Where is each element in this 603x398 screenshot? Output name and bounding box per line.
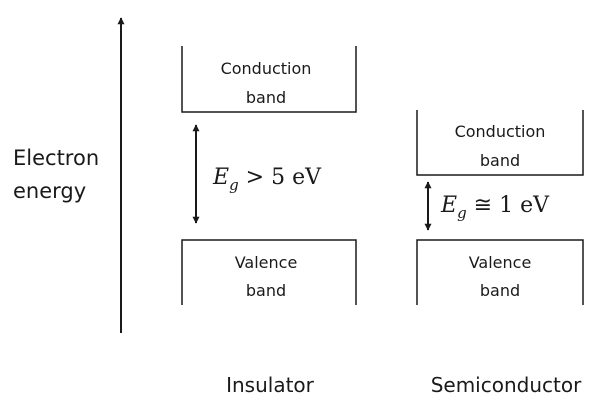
insulator-valence-label-line2: band — [246, 281, 286, 300]
insulator-conduction-label-line2: band — [246, 88, 286, 107]
axis-label-line1: Electron — [13, 146, 99, 170]
semiconductor-valence-label-line2: band — [480, 281, 520, 300]
semiconductor-conduction-label-line1: Conduction — [455, 122, 546, 141]
insulator-valence-band — [181, 239, 357, 305]
semiconductor-valence-label-line1: Valence — [469, 253, 532, 272]
insulator-conduction-band — [181, 46, 357, 113]
insulator-gap-label: Eg > 5 eV — [212, 165, 322, 194]
insulator-valence-label-line1: Valence — [235, 253, 298, 272]
semiconductor-gap-label: Eg ≅ 1 eV — [440, 193, 550, 222]
semiconductor-conduction-band — [416, 110, 584, 176]
semiconductor-title: Semiconductor — [431, 373, 582, 397]
insulator-title: Insulator — [226, 373, 315, 397]
axis-label-line2: energy — [13, 179, 86, 203]
semiconductor-valence-band — [416, 239, 584, 305]
semiconductor-conduction-label-line2: band — [480, 151, 520, 170]
insulator-conduction-label-line1: Conduction — [221, 59, 312, 78]
